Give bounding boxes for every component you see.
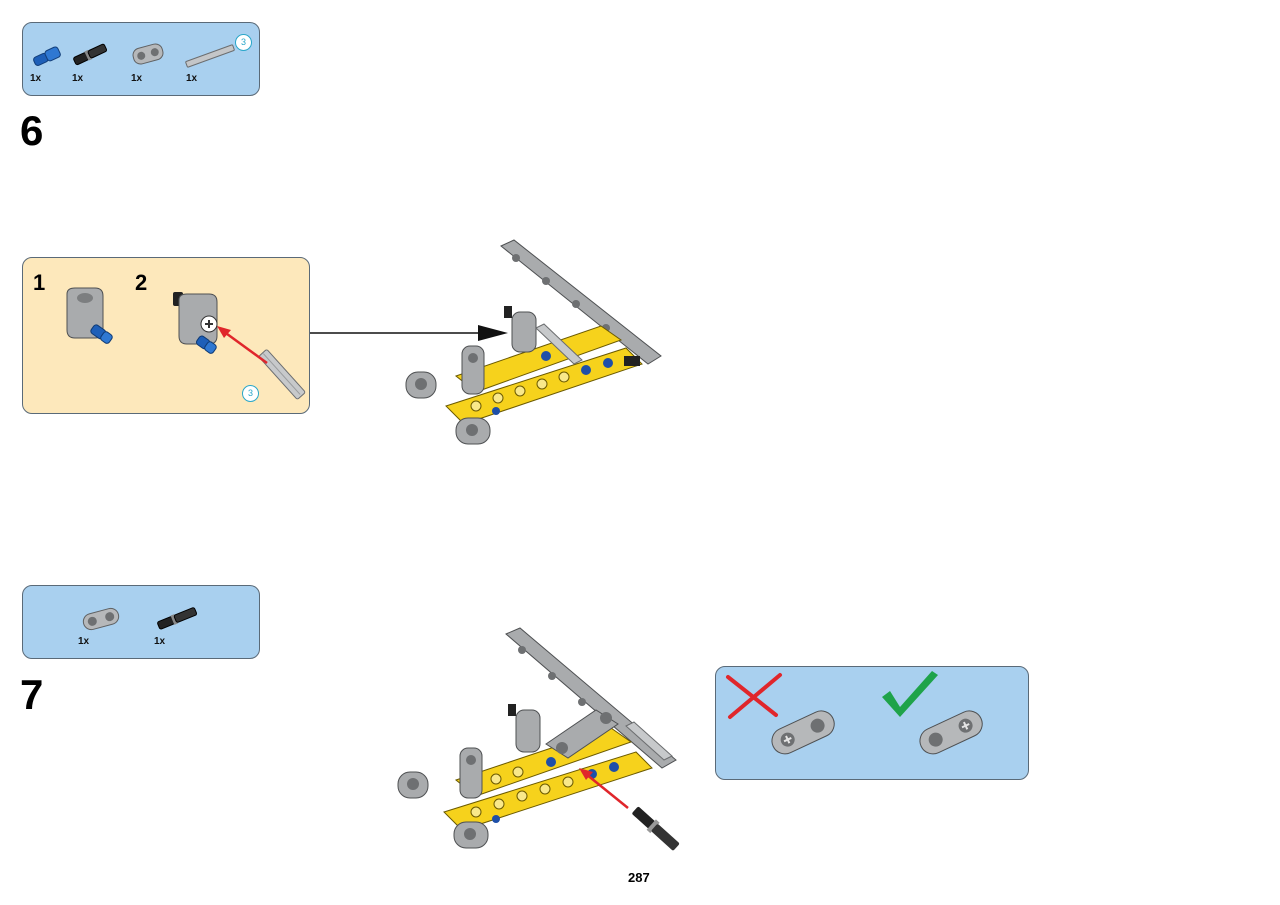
substep-number: 1 [33,270,46,295]
grey-connector-icon [132,43,164,65]
axle-length-badge: 3 [235,34,252,51]
part-qty: 1x [186,73,198,84]
green-check-icon [882,671,938,717]
subassembly-callout: 1 2 3 [22,257,310,414]
page-number: 287 [628,870,650,885]
part-qty: 1x [154,636,166,647]
axle-length-badge: 3 [242,385,259,402]
part-qty: 1x [30,73,42,84]
step6-parts-list: 1x 1x 1x 1x 3 [22,22,260,96]
part-qty: 1x [131,73,143,84]
step7-model-illustration [397,627,680,851]
orientation-hint [715,666,1029,780]
step7-parts-list: 1x 1x [22,585,260,659]
step-number: 7 [20,671,44,718]
blue-pin-icon [33,46,61,66]
step-number: 6 [20,107,44,154]
step6-model-illustration [405,239,662,445]
wrong-orientation-connector [771,710,835,755]
axle-illustration [258,349,306,400]
black-axle-pin-icon [157,607,198,630]
grey-cross-connector-icon [82,607,120,631]
black-axle-pin-icon [73,43,108,66]
part-qty: 1x [72,73,84,84]
connector-with-pin-illustration [66,287,113,344]
connector-axle-illustration [173,292,218,354]
part-qty: 1x [78,636,90,647]
insert-arrow [217,326,268,365]
red-cross-icon [726,673,782,719]
correct-orientation-connector [919,710,983,755]
substep-number: 2 [135,270,148,295]
grey-axle-icon [185,44,235,68]
